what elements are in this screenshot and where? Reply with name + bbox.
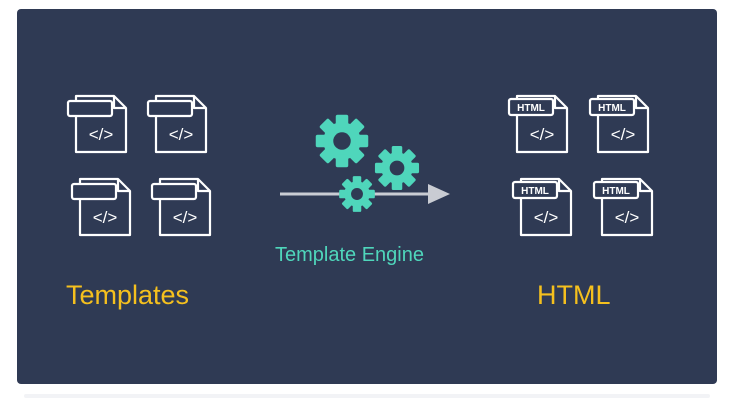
template-file-icon: </> [66,171,138,245]
templates-label: Templates [66,280,190,310]
large-gear-icon [315,114,369,168]
template-engine [270,105,460,225]
template-file-icon: </> [142,88,214,162]
svg-text:</>: </> [611,125,636,144]
small-gear-icon [339,176,375,212]
html-file-icon: HTML </> [588,171,660,245]
html-file-icon: HTML </> [503,88,575,162]
html-file-icon: HTML </> [507,171,579,245]
svg-text:</>: </> [169,125,194,144]
template-file-icon: </> [62,88,134,162]
svg-text:</>: </> [93,208,118,227]
svg-text:</>: </> [534,208,559,227]
svg-text:</>: </> [173,208,198,227]
svg-text:HTML: HTML [517,103,545,114]
svg-text:</>: </> [89,125,114,144]
svg-text:HTML: HTML [598,103,626,114]
template-engine-label: Template Engine [275,244,424,266]
template-file-icon: </> [146,171,218,245]
panel-shadow [24,394,710,398]
svg-text:</>: </> [615,208,640,227]
gears-icon [280,114,450,212]
svg-text:HTML: HTML [602,186,630,197]
svg-text:</>: </> [530,125,555,144]
html-label: HTML [537,280,611,310]
medium-gear-icon [374,145,420,191]
svg-text:HTML: HTML [521,186,549,197]
html-file-icon: HTML </> [584,88,656,162]
